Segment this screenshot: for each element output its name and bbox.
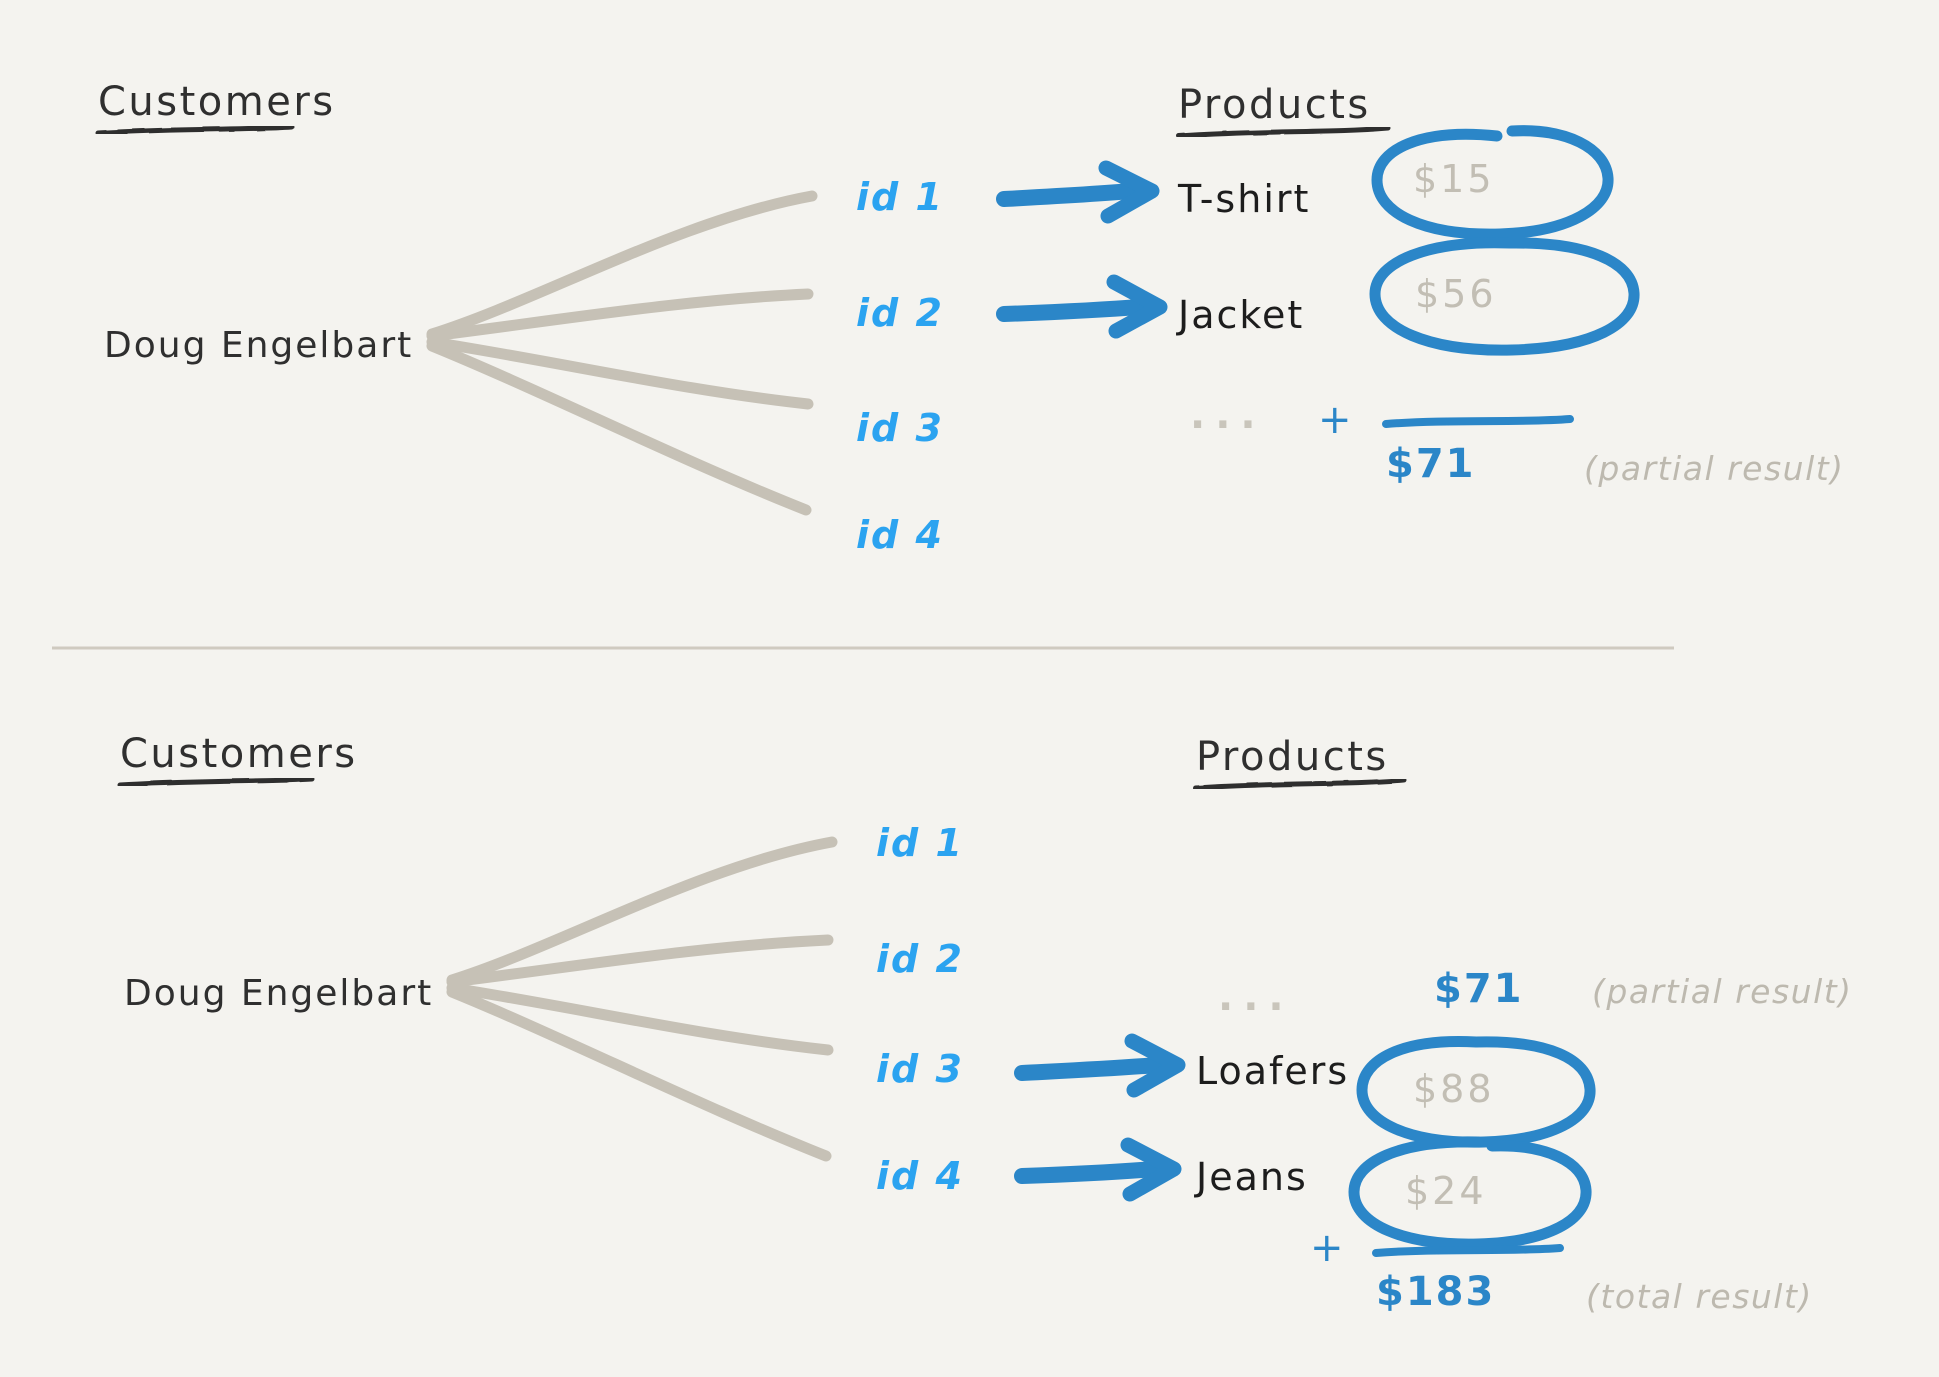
products-heading-underline-top — [1175, 125, 1391, 139]
id-label-top-1[interactable]: id 1 — [856, 175, 944, 219]
products-heading-bottom: Products — [1196, 734, 1389, 780]
plus-sign-top: + — [1318, 397, 1354, 443]
plus-sign-bottom: + — [1310, 1225, 1346, 1271]
ellipsis-bottom: ... — [1218, 974, 1294, 1020]
fan-line-4-bottom — [446, 986, 832, 1162]
fan-line-2-bottom — [446, 934, 834, 988]
customers-heading-top: Customers — [98, 79, 336, 125]
id-label-top-2[interactable]: id 2 — [856, 291, 944, 335]
arrow-id1-to-product — [996, 160, 1160, 224]
price-circle-jacket — [1369, 237, 1640, 356]
product-name-jeans: Jeans — [1196, 1155, 1308, 1199]
sum-rule-top — [1382, 415, 1574, 428]
products-heading-underline-bottom — [1193, 777, 1407, 791]
price-tshirt: $15 — [1413, 157, 1495, 201]
customer-to-id-fan-bottom — [446, 836, 838, 1162]
customers-heading-bottom: Customers — [120, 731, 358, 777]
price-jeans: $24 — [1405, 1169, 1487, 1213]
id-label-bottom-3[interactable]: id 3 — [876, 1047, 964, 1091]
customers-heading-underline-bottom — [117, 776, 315, 788]
id-label-bottom-1[interactable]: id 1 — [876, 821, 964, 865]
customers-heading-underline-top — [95, 124, 295, 136]
fan-line-1-top — [426, 190, 818, 340]
id-label-top-3[interactable]: id 3 — [856, 406, 944, 450]
product-name-loafers: Loafers — [1196, 1049, 1350, 1093]
fan-line-2-top — [426, 288, 814, 342]
product-name-tshirt: T-shirt — [1178, 177, 1311, 221]
id-label-bottom-4[interactable]: id 4 — [876, 1154, 964, 1198]
fan-line-3-top — [426, 336, 814, 410]
customer-to-id-fan-top — [426, 190, 818, 516]
sum-note-top: (partial result) — [1584, 449, 1845, 488]
product-name-jacket: Jacket — [1178, 293, 1305, 337]
sum-rule-bottom — [1372, 1244, 1564, 1257]
arrow-id3-to-product — [1014, 1033, 1186, 1098]
ellipsis-top: ... — [1190, 392, 1266, 438]
sum-value-bottom: $183 — [1376, 1269, 1496, 1315]
carried-value-bottom: $71 — [1434, 966, 1524, 1012]
customer-name-top: Doug Engelbart — [104, 325, 414, 366]
fan-line-3-bottom — [446, 982, 834, 1056]
sum-value-top: $71 — [1386, 441, 1476, 487]
carried-note-bottom: (partial result) — [1592, 972, 1853, 1011]
products-heading-top: Products — [1178, 82, 1371, 128]
arrow-id4-to-product — [1014, 1137, 1182, 1202]
arrow-id2-to-product — [996, 274, 1168, 339]
id-label-bottom-2[interactable]: id 2 — [876, 937, 964, 981]
sum-note-bottom: (total result) — [1586, 1277, 1813, 1316]
fan-line-4-top — [426, 340, 812, 516]
fan-line-1-bottom — [446, 836, 838, 986]
price-loafers: $88 — [1413, 1067, 1495, 1111]
price-jacket: $56 — [1415, 272, 1497, 316]
customer-name-bottom: Doug Engelbart — [124, 973, 434, 1014]
id-label-top-4[interactable]: id 4 — [856, 513, 944, 557]
